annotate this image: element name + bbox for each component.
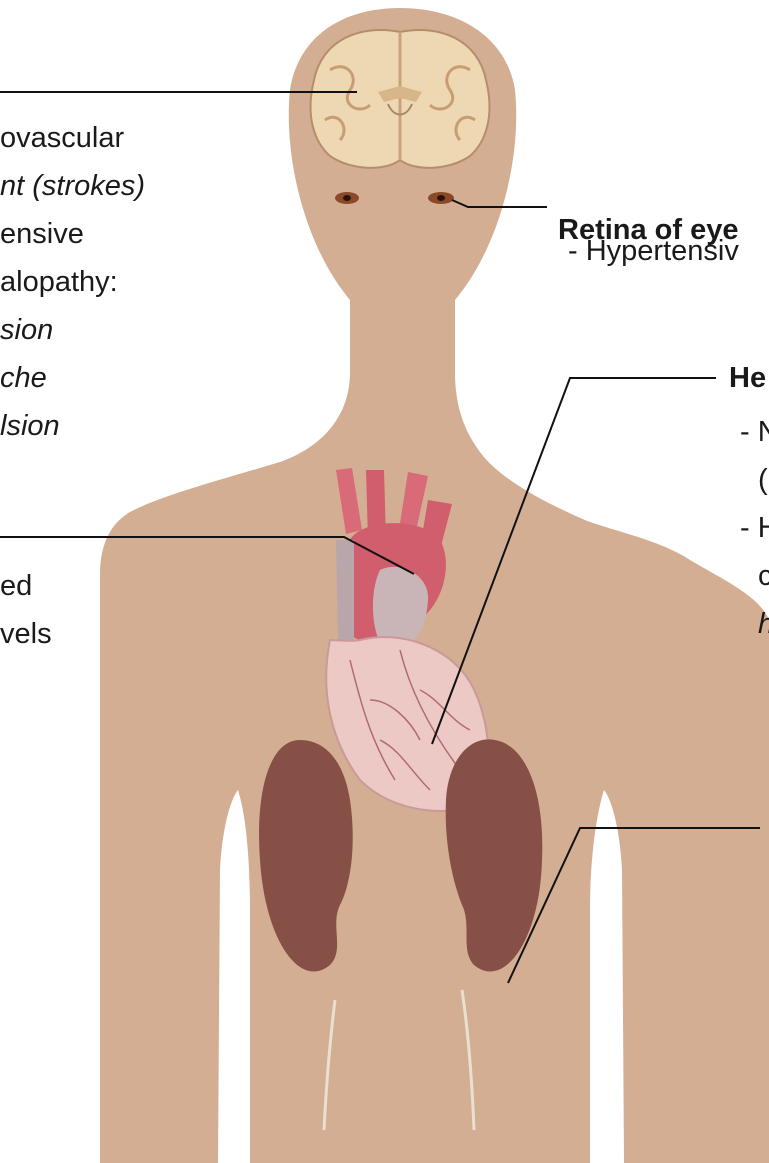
vessels-label-line2: vels [0, 620, 52, 649]
vessels-label-line1: ed [0, 572, 32, 601]
brain-label-line1: ovascular [0, 124, 124, 153]
brain-label-line4: alopathy: [0, 268, 118, 297]
heart-label-item2-c: h [758, 610, 769, 639]
heart-label-item1-a: - N [740, 418, 769, 447]
brain-label-line2: nt (strokes) [0, 172, 145, 201]
brain [311, 30, 490, 168]
eye-label-item: - Hypertensiv [568, 237, 739, 266]
brain-label-line3: ensive [0, 220, 84, 249]
heart-label-title: He [729, 364, 766, 393]
brain-label-line6: che [0, 364, 47, 393]
heart-label-item1-b: ( [758, 466, 768, 495]
heart-label-item2-b: c [758, 562, 769, 591]
heart-label-item2-a: - H [740, 514, 769, 543]
brain-label-line7: lsion [0, 412, 60, 441]
brain-label-line5: sion [0, 316, 53, 345]
